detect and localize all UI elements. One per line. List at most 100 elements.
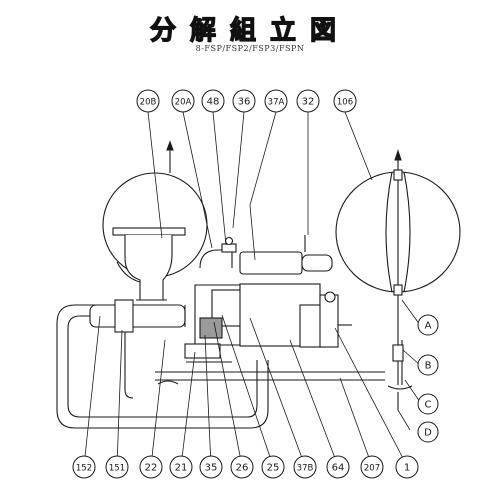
mechanical-seal	[199, 317, 223, 339]
callout-152: 152	[72, 455, 96, 479]
callout-label: 35	[205, 463, 218, 474]
outlet-elbow	[199, 249, 233, 269]
leader-b	[402, 349, 421, 366]
callout-207: 207	[360, 455, 384, 479]
leader-207	[339, 377, 373, 467]
callout-20a: 20A	[171, 89, 195, 113]
left-tank-shadow	[116, 261, 141, 283]
leader-48	[212, 111, 227, 246]
discharge-nozzle	[301, 254, 333, 272]
callout-circle	[230, 455, 254, 479]
callout-circle	[72, 455, 96, 479]
frame-strut	[124, 310, 134, 399]
leader-106	[344, 111, 373, 181]
callout-circle	[105, 455, 129, 479]
callout-1: 1	[395, 455, 419, 479]
callout-35: 35	[199, 455, 223, 479]
callout-a: A	[417, 314, 439, 336]
callout-label: 207	[364, 464, 380, 474]
callout-label: 106	[337, 98, 353, 108]
callout-circle	[360, 455, 384, 479]
leader-a	[401, 299, 421, 326]
elbow-cap	[221, 243, 237, 253]
leader-20a	[182, 111, 213, 249]
leader-d	[397, 409, 411, 431]
callout-20b: 20B	[136, 89, 160, 113]
leader-36	[232, 111, 245, 229]
callout-label: 20B	[140, 98, 157, 108]
callout-d: D	[417, 421, 439, 443]
callout-26: 26	[230, 455, 254, 479]
leader-22	[150, 339, 166, 467]
callout-label: 21	[175, 463, 188, 474]
callout-label: 36	[238, 97, 251, 108]
discharge-outlet	[239, 251, 303, 275]
leader-37b	[249, 317, 306, 467]
flange-plate	[112, 227, 186, 236]
callout-48: 48	[201, 89, 225, 113]
frame-outer	[56, 304, 269, 429]
callout-circle	[296, 89, 320, 113]
callout-label: 151	[109, 464, 125, 474]
callout-label: 32	[302, 97, 315, 108]
callout-label: 37B	[297, 464, 314, 474]
leader-lines	[83, 111, 421, 467]
callout-circle	[395, 455, 419, 479]
wing-nut-left	[157, 380, 179, 385]
leader-64	[289, 339, 339, 467]
callout-circle	[171, 89, 195, 113]
callout-c: C	[417, 393, 439, 415]
callout-circle	[417, 314, 439, 336]
elbow-bolt	[224, 236, 234, 246]
leader-25	[221, 314, 274, 467]
callout-25: 25	[261, 455, 285, 479]
wing-nut	[387, 385, 413, 390]
callout-label: 152	[76, 464, 92, 474]
flanged-pipe	[124, 235, 173, 301]
callout-64: 64	[326, 455, 350, 479]
drawing-title: 分解組立図	[149, 15, 350, 46]
callout-circle	[417, 393, 439, 415]
lifting-eye	[324, 291, 336, 303]
callout-label: 22	[145, 463, 158, 474]
leader-1	[334, 327, 408, 467]
leader-37a	[249, 111, 277, 261]
callout-label: 1	[404, 463, 410, 474]
float-band-right	[403, 171, 411, 293]
callout-22: 22	[139, 455, 163, 479]
float-rod-tip	[394, 149, 402, 161]
callout-circle	[139, 455, 163, 479]
callout-label: 25	[267, 463, 280, 474]
callout-circle	[417, 354, 439, 376]
callout-label: D	[424, 428, 432, 439]
callout-circle	[232, 89, 256, 113]
callout-32: 32	[296, 89, 320, 113]
callout-circle	[201, 89, 225, 113]
leg-sleeve	[392, 344, 404, 362]
callout-circle	[264, 89, 288, 113]
callout-label: 64	[332, 463, 345, 474]
callout-label: B	[425, 361, 432, 372]
suction-coupling	[114, 299, 134, 333]
engine-end-cap	[319, 294, 339, 348]
float-band-left	[385, 171, 393, 293]
callout-21: 21	[169, 455, 193, 479]
callout-label: 48	[207, 97, 220, 108]
callout-label: 20A	[175, 98, 192, 108]
callout-circle	[136, 89, 160, 113]
callout-circle	[417, 421, 439, 443]
callout-label: C	[425, 400, 432, 411]
callout-circle	[293, 455, 317, 479]
leader-20b	[147, 111, 163, 239]
leader-26	[213, 321, 243, 467]
machine-drawing	[56, 140, 461, 429]
callout-circle	[326, 455, 350, 479]
callout-label: A	[425, 321, 432, 332]
callout-37b: 37B	[293, 455, 317, 479]
model-subtitle: 8-FSP/FSP2/FSP3/FSPN	[195, 44, 305, 53]
callout-106: 106	[333, 89, 357, 113]
callout-label: 26	[236, 463, 249, 474]
left-rod-tip	[166, 140, 174, 151]
